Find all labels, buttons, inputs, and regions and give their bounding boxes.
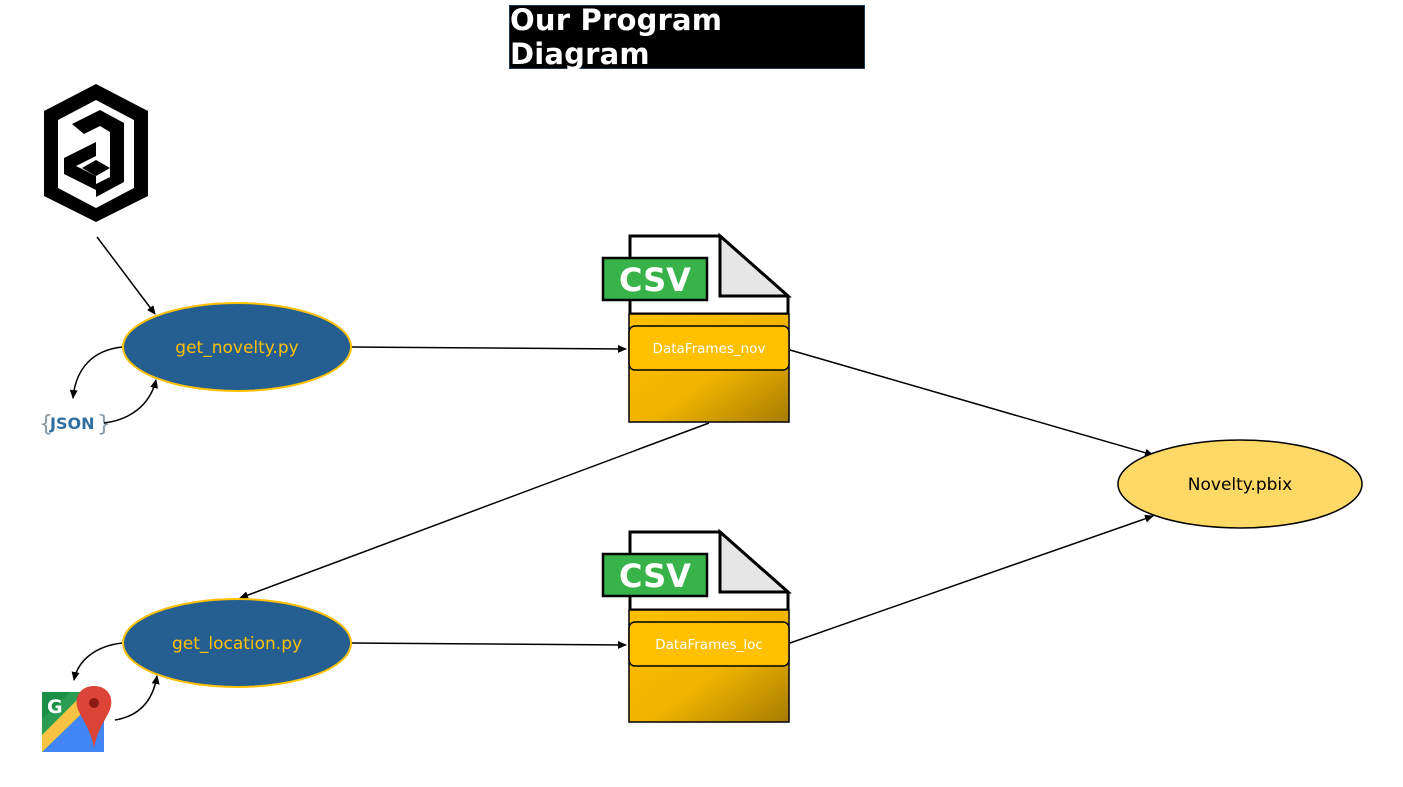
arrow-logo-to-get-novelty: [96, 236, 156, 315]
diagram-title: Our Program Diagram: [510, 3, 723, 71]
csv-file-loc: CSV DataFrames_loc: [601, 528, 792, 723]
df-loc-label-box: [628, 621, 790, 667]
novelty-pbix-node: Novelty.pbix: [1117, 439, 1363, 529]
maps-g-letter: G: [47, 696, 63, 718]
df-nov-label: DataFrames_nov: [653, 341, 766, 357]
get-location-node: get_location.py: [122, 598, 352, 688]
arrow-json-to-get-novelty: [103, 379, 159, 424]
arrow-get-location-to-df-loc: [351, 640, 627, 649]
google-maps-icon: G: [42, 686, 112, 752]
arrow-maps-to-get-location: [114, 675, 160, 721]
get-novelty-node: get_novelty.py: [122, 302, 352, 392]
get-novelty-label: get_novelty.py: [175, 338, 298, 358]
df-loc-label: DataFrames_loc: [655, 637, 763, 653]
df-nov-label-box: [628, 325, 790, 371]
csv-label-bottom: CSV: [619, 557, 691, 595]
arrow-df-nov-to-get-location: [239, 422, 710, 599]
get-location-label: get_location.py: [172, 634, 302, 654]
hexagon-a-logo-icon: [44, 84, 148, 222]
csv-label-top: CSV: [619, 261, 691, 299]
json-label: JSON: [49, 414, 94, 433]
arrow-get-novelty-to-json: [69, 346, 123, 399]
arrow-df-loc-to-pbix: [789, 514, 1154, 644]
arrow-df-nov-to-pbix: [789, 349, 1154, 457]
svg-text:{: {: [39, 412, 53, 437]
csv-file-nov: CSV DataFrames_nov: [601, 232, 792, 423]
connectors: [69, 236, 1154, 721]
json-icon: { } JSON: [39, 412, 111, 437]
arrow-get-novelty-to-df-nov: [351, 344, 627, 353]
arrow-get-location-to-maps: [71, 642, 123, 681]
novelty-pbix-label: Novelty.pbix: [1188, 475, 1292, 495]
diagram-title-box: Our Program Diagram: [509, 3, 865, 71]
svg-text:}: }: [97, 412, 111, 437]
